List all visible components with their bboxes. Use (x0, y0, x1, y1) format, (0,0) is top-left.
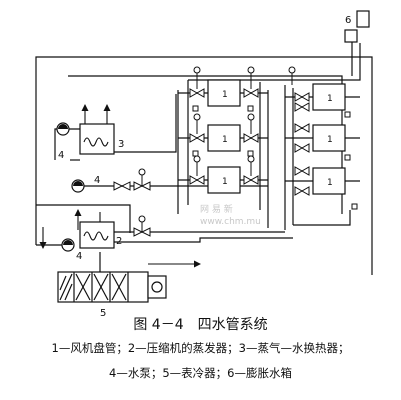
four-pipe-system-diagram: 6 3 2 4 4 4 1 1 1 (35, 10, 373, 319)
valve-left-row2-a (189, 133, 205, 143)
valve-left-row1-b (243, 88, 259, 98)
unit-label-left-1: 1 (222, 90, 228, 100)
watermark-line-1: 网 易 新 (200, 203, 233, 215)
valve-head-left-r1 (193, 66, 201, 74)
pump-top (56, 122, 70, 136)
valve-head-left-r3b (247, 155, 255, 163)
unit-label-right-3: 1 (327, 178, 333, 188)
label-air-cooler: 5 (100, 308, 106, 319)
label-tank: 6 (345, 15, 351, 26)
valve-right-row1-a (294, 92, 310, 102)
pipe-evap-loop-top (36, 204, 131, 233)
figure-legend-line-2: 4—水泵；5—表冷器；6—膨胀水箱 (109, 366, 292, 380)
valve-left-row3-a (189, 175, 205, 185)
valve-left-row2-b (243, 133, 259, 143)
pipe-return-top-B (188, 43, 361, 81)
label-heat-exchanger: 3 (118, 139, 124, 150)
valve-head-left-r3 (193, 155, 201, 163)
unit-label-left-3: 1 (222, 177, 228, 187)
valve-head-evap (138, 215, 146, 223)
valve-right-row2-a (294, 123, 310, 133)
valve-left-row3-b (243, 175, 259, 185)
pump-bottom (61, 238, 75, 252)
unit-label-left-2: 1 (222, 135, 228, 145)
heat-exchanger-coil (83, 137, 109, 147)
pipe-right-return (293, 210, 351, 226)
evaporator-coil (83, 231, 109, 241)
valve-head-left-r2 (193, 113, 201, 121)
valve-head-middle (138, 168, 146, 176)
pipe-hx-right (114, 94, 177, 153)
sensor-right-1 (344, 111, 351, 118)
valve-left-row1-a (189, 88, 205, 98)
label-evaporator: 2 (116, 236, 122, 247)
watermark-line-2: www.chm.mu (200, 217, 261, 227)
pump-middle (71, 179, 85, 193)
label-pump-middle: 4 (94, 175, 100, 186)
valve-head-left-r2b (247, 113, 255, 121)
pipe-loop-upper (35, 56, 373, 275)
valve-right-row1-b (294, 102, 310, 112)
label-pump-top: 4 (58, 150, 64, 161)
unit-label-right-1: 1 (327, 94, 333, 104)
valve-right-row3-a (294, 166, 310, 176)
sensor-left-1 (192, 105, 199, 112)
sensor-left-4 (247, 150, 254, 157)
unit-label-right-2: 1 (327, 135, 333, 145)
figure-legend-line-1: 1—风机盘管；2—压缩机的蒸发器；3—蒸气—水换热器； (51, 341, 350, 355)
fan-coil-group-left (207, 79, 241, 194)
evaporator (79, 221, 115, 249)
label-pump-bottom: 4 (76, 251, 82, 262)
sensor-right-2 (344, 154, 351, 161)
valve-head-left-r1b (247, 66, 255, 74)
expansion-tank-large (356, 10, 370, 28)
valve-middle-1 (113, 181, 131, 191)
expansion-tank-small (344, 29, 358, 43)
valve-head-right-1 (288, 66, 296, 74)
sensor-right-3 (351, 203, 358, 210)
fan-coil-group-right (312, 83, 346, 195)
valve-right-row2-b (294, 143, 310, 153)
sensor-left-2 (192, 150, 199, 157)
pipe-evap-low (114, 237, 293, 243)
sensor-left-3 (247, 105, 254, 112)
air-cooler (57, 271, 167, 303)
figure-title: 图 4－4 四水管系统 (133, 317, 268, 333)
pipe-hx-top (54, 128, 80, 160)
valve-right-row3-b (294, 186, 310, 196)
